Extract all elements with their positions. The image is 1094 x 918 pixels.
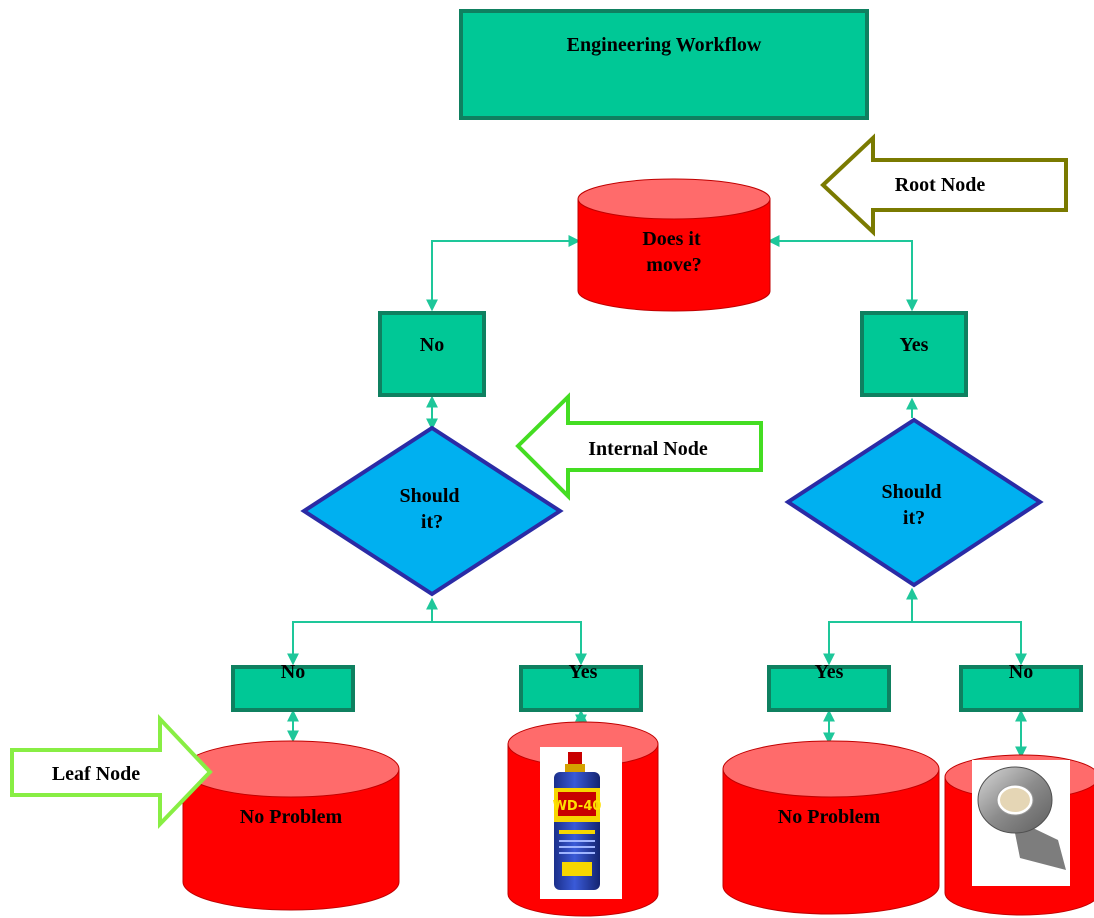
outcome-left-no-cylinder: No Problem bbox=[182, 740, 400, 911]
root-question: Does it move? bbox=[642, 228, 705, 276]
branch-no-box: No bbox=[378, 311, 486, 397]
wd40-can-image: WD-40 bbox=[540, 747, 622, 899]
outcome-right-yes-text: No Problem bbox=[778, 806, 881, 828]
svg-text:Yes: Yes bbox=[900, 334, 929, 356]
branch-yes-box: Yes bbox=[860, 311, 968, 397]
leaf-node-callout: Leaf Node bbox=[10, 713, 213, 829]
root-node-callout-text: Root Node bbox=[895, 174, 986, 196]
leaf-label-right-no: No bbox=[959, 661, 1083, 712]
svg-text:Yes: Yes bbox=[569, 661, 598, 683]
duct-tape-image bbox=[972, 760, 1070, 886]
decision-right-diamond: Should it? bbox=[784, 417, 1044, 588]
svg-text:No: No bbox=[1009, 661, 1033, 683]
svg-text:WD-40: WD-40 bbox=[553, 799, 602, 814]
svg-text:Should it?: Should it? bbox=[881, 481, 946, 529]
leaf-node-callout-text: Leaf Node bbox=[52, 763, 140, 785]
decision-left-diamond: Should it? bbox=[300, 425, 564, 597]
internal-node-callout: Internal Node bbox=[515, 392, 763, 501]
connector-root-right bbox=[767, 235, 918, 312]
svg-text:No: No bbox=[420, 334, 444, 356]
svg-text:No: No bbox=[281, 661, 305, 683]
title-box: Engineering Workflow bbox=[459, 9, 869, 120]
outcome-left-no-text: No Problem bbox=[240, 806, 343, 828]
leaf-label-left-yes: Yes bbox=[519, 661, 643, 712]
leaf-label-right-yes: Yes bbox=[767, 661, 891, 712]
title-text: Engineering Workflow bbox=[567, 34, 762, 56]
connector-left-split bbox=[287, 621, 587, 666]
svg-text:Should it?: Should it? bbox=[399, 485, 464, 533]
connector-root-left bbox=[426, 235, 581, 312]
root-node-callout: Root Node bbox=[820, 133, 1068, 237]
outcome-right-yes-cylinder: No Problem bbox=[722, 740, 940, 915]
root-node-cylinder: Does it move? bbox=[577, 178, 771, 312]
svg-text:Yes: Yes bbox=[815, 661, 844, 683]
leaf-label-left-no: No bbox=[231, 661, 355, 712]
internal-node-callout-text: Internal Node bbox=[588, 438, 708, 460]
connector-right-split bbox=[823, 621, 1027, 666]
connectors bbox=[287, 235, 1027, 759]
